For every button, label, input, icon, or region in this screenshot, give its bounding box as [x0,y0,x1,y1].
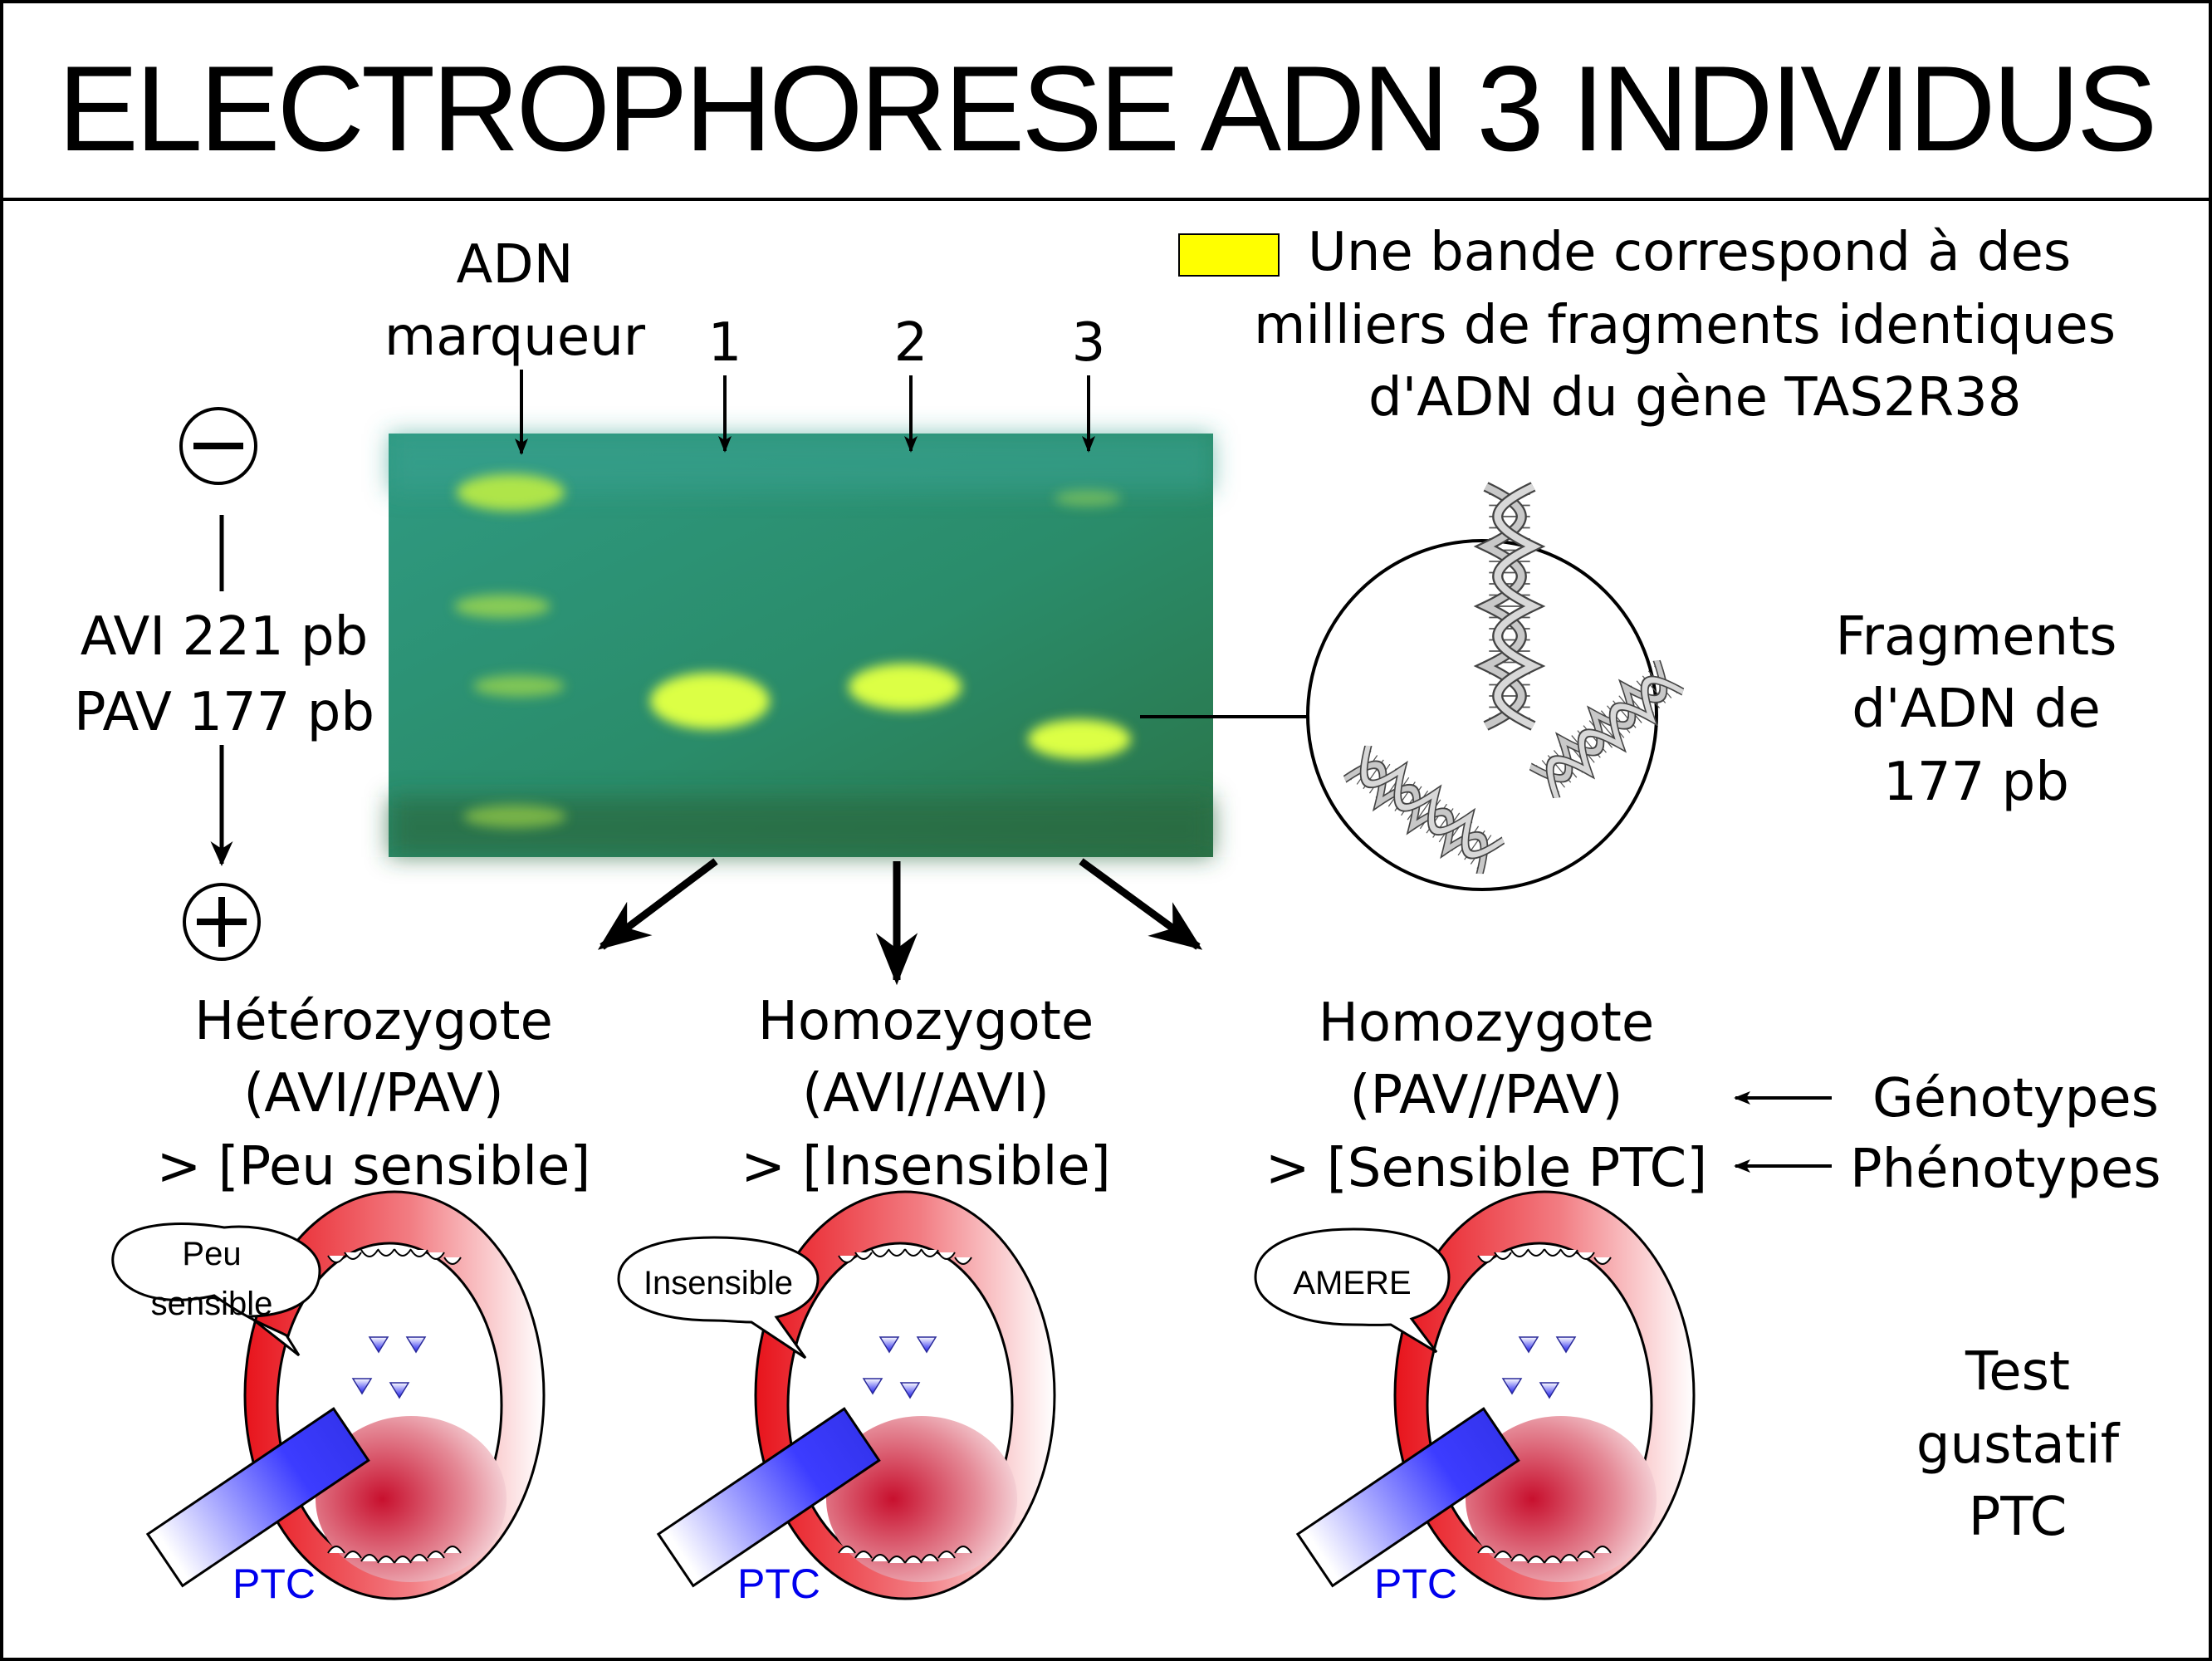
legend-line-1: Une bande correspond à des [1308,222,2072,283]
size-label-pav: PAV 177 pb [73,682,375,743]
phenotype-1: > [Peu sensible] [156,1136,591,1198]
migration-axis [179,407,261,961]
marker-label-line-2: marqueur [384,306,646,368]
test-label-line-3: PTC [1968,1487,2068,1548]
genotypes-label: Génotypes [1872,1068,2159,1129]
lane-label-2: 2 [893,312,928,374]
speech-bubble-1 [111,1222,321,1357]
test-label-line-2: gustatif [1916,1414,2120,1476]
genotype-arrow-1 [597,858,718,950]
mouth-3 [1254,1190,1696,1600]
bubble-3-text: AMERE [1293,1265,1412,1301]
genotype-type-2: Homozygote [757,991,1094,1052]
phenotypes-label: Phénotypes [1850,1139,2161,1200]
legend-swatch [1178,233,1280,277]
genotype-1: (AVI//PAV) [243,1063,504,1124]
phenotype-2: > [Insensible] [741,1136,1111,1198]
legend-line-3: d'ADN du gène TAS2R38 [1368,367,2022,429]
zoom-label-line-2: d'ADN de [1852,679,2101,740]
lane-label-1: 1 [707,312,742,374]
ptc-label-1: PTC [232,1561,316,1607]
ptc-label-3: PTC [1374,1561,1457,1607]
bubble-1-line-1: Peu [182,1236,242,1272]
lane-bands [650,490,1131,759]
genotype-3: (PAV//PAV) [1349,1065,1623,1126]
size-label-avi: AVI 221 pb [80,606,369,668]
genotype-type-3: Homozygote [1318,992,1655,1054]
bubble-2-text: Insensible [643,1265,794,1301]
legend-line-2: milliers de fragments identiques [1254,295,2117,356]
mouth-1 [111,1190,546,1600]
bubble-1-line-2: sensible [150,1286,273,1322]
dna-zoom-circle [1306,487,1683,891]
marker-label-line-1: ADN [456,234,574,296]
test-label-line-1: Test [1965,1341,2071,1403]
genotype-arrow-3 [1079,858,1203,950]
phenotype-3: > [Sensible PTC] [1265,1138,1708,1199]
speech-bubble-3 [1254,1227,1451,1354]
mouth-2 [617,1190,1056,1600]
genotype-type-1: Hétérozygote [194,991,553,1052]
lane-label-3: 3 [1071,312,1106,374]
speech-bubble-2 [617,1236,820,1360]
genotype-2: (AVI//AVI) [802,1063,1050,1124]
page-title: ELECTROPHORESE ADN 3 INDIVIDUS [57,41,2158,176]
zoom-label-line-3: 177 pb [1883,752,2069,813]
electrophoresis-gel [389,434,1213,857]
ptc-label-2: PTC [737,1561,820,1607]
marker-bands [454,474,566,828]
zoom-label-line-1: Fragments [1835,606,2117,668]
